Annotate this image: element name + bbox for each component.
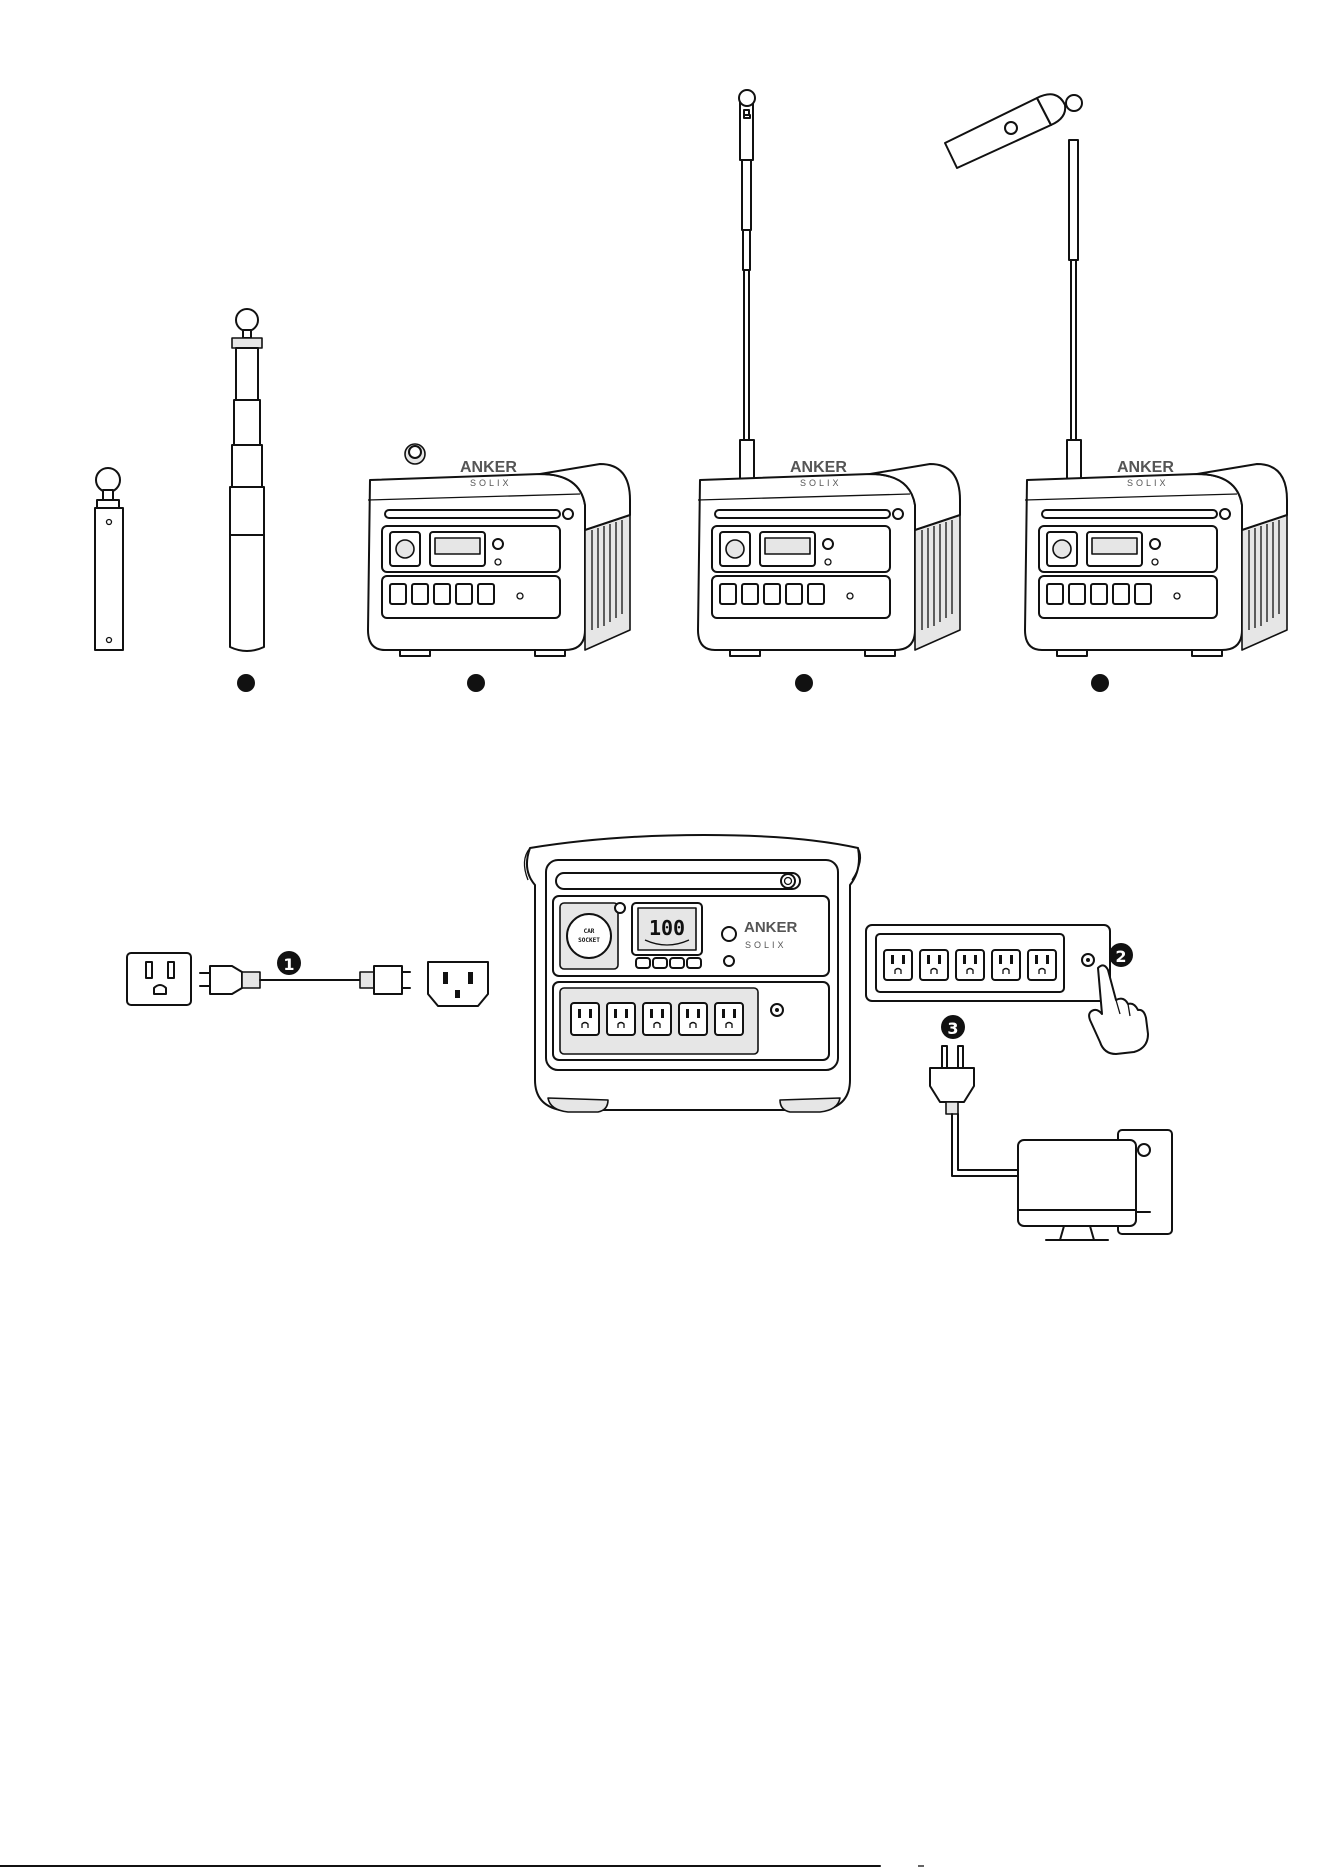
desktop-computer-icon	[1018, 1130, 1172, 1240]
light-head-icon	[945, 94, 1065, 168]
ac-outlet-row	[571, 1003, 743, 1035]
svg-text:ANKER: ANKER	[790, 459, 847, 476]
pole-marker-dot	[237, 674, 255, 692]
power-station-with-cap: ANKER SOLIX	[368, 444, 630, 656]
station-marker-dot	[467, 674, 485, 692]
step-1-badge: 1	[277, 951, 301, 975]
svg-text:3: 3	[947, 1019, 958, 1038]
svg-text:SOCKET: SOCKET	[578, 937, 600, 944]
svg-text:SOLIX: SOLIX	[1127, 478, 1169, 488]
light-station-marker-dot	[1091, 674, 1109, 692]
power-station-with-light: ANKER SOLIX	[945, 94, 1287, 656]
power-cord-icon	[200, 966, 410, 994]
svg-text:100: 100	[649, 916, 685, 940]
svg-text:1: 1	[283, 955, 294, 974]
wall-outlet-icon	[127, 953, 191, 1005]
telescopic-pole-icon	[230, 309, 264, 651]
power-station-with-pole: ANKER SOLIX	[698, 90, 960, 656]
svg-text:SOLIX: SOLIX	[800, 478, 842, 488]
svg-text:2: 2	[1115, 947, 1126, 966]
power-station-front: CAR SOCKET 100 ANKER SOLIX	[524, 835, 860, 1112]
finger-press-icon	[1089, 965, 1148, 1054]
pole-station-marker-dot	[795, 674, 813, 692]
svg-text:SOLIX: SOLIX	[745, 940, 787, 950]
mounting-bracket	[95, 468, 123, 650]
step-3-badge: 3	[941, 1015, 965, 1039]
step-2-badge: 2	[1109, 943, 1133, 967]
c13-socket-icon	[428, 962, 488, 1006]
svg-text:ANKER: ANKER	[1117, 459, 1174, 476]
power-strip-icon	[866, 925, 1110, 1001]
plug-icon	[930, 1046, 1020, 1176]
svg-text:SOLIX: SOLIX	[470, 478, 512, 488]
svg-text:ANKER: ANKER	[744, 919, 798, 936]
svg-text:ANKER: ANKER	[460, 459, 517, 476]
svg-text:CAR: CAR	[584, 928, 595, 935]
